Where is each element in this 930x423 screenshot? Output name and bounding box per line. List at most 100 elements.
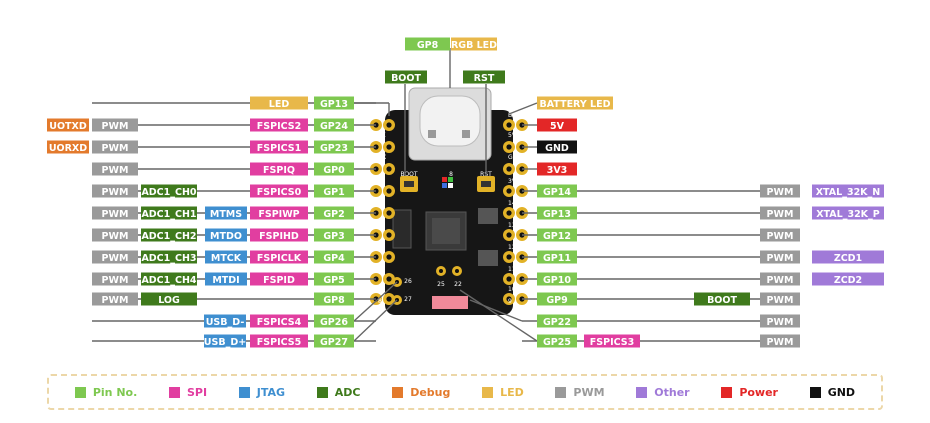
right-extra-8-1-bg [812, 272, 884, 286]
legend-label: Other [654, 385, 690, 399]
board-pin-label-right: 11 [508, 266, 516, 273]
left-extra-8-1: ADC1_CH4 [141, 272, 197, 286]
header-pin-right-hole [506, 122, 512, 128]
left-pin-7: GP4 [314, 250, 354, 264]
left-extra-9-0: LOG [141, 292, 197, 306]
wire-right-11b [459, 289, 538, 342]
header-pin-left-inner-hole [386, 210, 392, 216]
left-fn-2: FSPICS1 [250, 140, 308, 154]
left-extra-9-0-text: LOG [158, 295, 180, 306]
left-extra-7-1-bg [141, 250, 197, 264]
left-extra-6-1: ADC1_CH2 [141, 228, 197, 242]
right-extra-7-1-bg [812, 250, 884, 264]
label-top-boot-bg [385, 70, 427, 84]
right-pin-6-bg [537, 228, 577, 242]
right-extra-8-0: PWM [760, 272, 800, 286]
board-pin-label-left: 8 [378, 298, 382, 305]
left-extra-9-0-bg [141, 292, 197, 306]
right-pin-5-bg [537, 206, 577, 220]
left-fn-1-bg [250, 118, 308, 132]
legend-label: ADC [334, 385, 361, 399]
right-extra-11-1-text: PWM [767, 337, 794, 348]
right-extra-11-0: FSPICS3 [584, 334, 640, 348]
rst-button-top [481, 181, 491, 187]
right-extra-7-1-text: ZCD1 [834, 253, 862, 264]
left-fn-6-bg [250, 228, 308, 242]
right-pin-1: 5V [537, 118, 577, 132]
left-extra-7-0-bg [205, 250, 247, 264]
left-pin-1: GP24 [314, 118, 354, 132]
legend-label: PWM [573, 385, 605, 399]
legend-label: GND [827, 385, 856, 399]
left-extra-6-2: PWM [92, 228, 138, 242]
right-extra-10-0: PWM [760, 314, 800, 328]
legend-swatch [238, 386, 250, 398]
left-fn-8-text: FSPID [263, 275, 295, 286]
left-pin-7-bg [314, 250, 354, 264]
rgb-led-cell [442, 177, 447, 182]
right-pin-0-bg [537, 96, 613, 110]
board-pin-label-left: 1 [378, 200, 382, 207]
left-extra-4-0-bg [141, 184, 197, 198]
left-extra-8-2-bg [92, 272, 138, 286]
right-pin-4-bg [537, 184, 577, 198]
board-pin-label-left: 2 [378, 222, 382, 229]
legend-swatch [555, 386, 567, 398]
left-fn-5: FSPIWP [250, 206, 308, 220]
board-pin-label-right: 9 [508, 298, 512, 305]
left-fn-11-text: FSPICS5 [257, 337, 301, 348]
legend-item: LED [482, 386, 524, 399]
right-extra-9-1-text: PWM [767, 295, 794, 306]
right-pin-4: GP14 [537, 184, 577, 198]
left-fn-11: FSPICS5 [250, 334, 308, 348]
right-pin-7-bg [537, 250, 577, 264]
board-pin-label-right: 5V [508, 132, 517, 139]
pad-label: 25 [437, 281, 445, 288]
left-extra-5-1: ADC1_CH1 [141, 206, 197, 220]
left-pin-5-bg [314, 206, 354, 220]
right-extra-11-1-bg [760, 334, 800, 348]
right-extra-10-0-bg [760, 314, 800, 328]
label-top-gp8: GP8 [405, 37, 450, 51]
right-extra-8-1-text: ZCD2 [834, 275, 862, 286]
label-top-rst: RST [463, 70, 505, 84]
header-pin-right-hole [506, 232, 512, 238]
left-pin-6-bg [314, 228, 354, 242]
left-pin-6: GP3 [314, 228, 354, 242]
left-fn-5-text: FSPIWP [258, 209, 299, 220]
label-top-rst-bg [463, 70, 505, 84]
left-extra-8-2-text: PWM [102, 275, 129, 286]
right-extra-7-1: ZCD1 [812, 250, 884, 264]
antenna [432, 296, 468, 309]
left-pin-10-text: GP26 [320, 317, 348, 328]
wire-left-11b [353, 299, 398, 342]
pad-label: 22 [454, 281, 462, 288]
left-fn-7-text: FSPICLK [257, 253, 302, 264]
left-extra-4-1-bg [92, 184, 138, 198]
right-pin-11: GP25 [537, 334, 577, 348]
left-extra-3-0: PWM [92, 162, 138, 176]
left-pin-11-bg [314, 334, 354, 348]
legend-swatch [392, 386, 404, 398]
left-extra-2-0-bg [92, 140, 138, 154]
right-extra-10-0-text: PWM [767, 317, 794, 328]
header-pin-left-inner-hole [386, 254, 392, 260]
right-extra-7-0-bg [760, 250, 800, 264]
right-pin-0-text: BATTERY LED [540, 99, 611, 110]
left-pin-10: GP26 [314, 314, 354, 328]
left-pin-4-text: GP1 [323, 187, 344, 198]
right-pin-5-text: GP13 [543, 209, 571, 220]
label-top-gp8-bg [405, 37, 450, 51]
left-pin-4-bg [314, 184, 354, 198]
left-fn-10-text: FSPICS4 [257, 317, 302, 328]
right-extra-9-0-bg [694, 292, 750, 306]
left-extra-6-1-text: ADC1_CH2 [141, 231, 196, 242]
left-extra-2-1-bg [47, 140, 89, 154]
left-fn-0-bg [250, 96, 308, 110]
left-fn-3-text: FSPIQ [263, 165, 295, 176]
legend-swatch [168, 386, 180, 398]
legend-swatch [636, 386, 648, 398]
right-extra-11-0-text: FSPICS3 [590, 337, 634, 348]
left-extra-6-0-bg [205, 228, 247, 242]
